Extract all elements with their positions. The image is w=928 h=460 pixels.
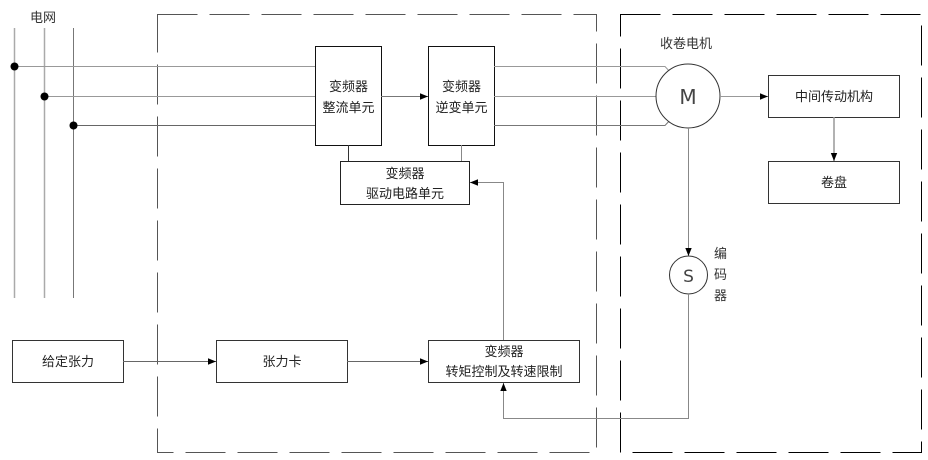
rectifier-unit-box: 变频器 整流单元: [315, 46, 382, 146]
tension-card-label: 张力卡: [262, 355, 301, 370]
encoder-label-char-1: 编: [714, 247, 727, 262]
encoder-symbol-letter: S: [683, 267, 694, 287]
inverter-label-line2: 逆变单元: [435, 100, 487, 116]
encoder-symbol: S: [669, 255, 708, 295]
drive-label-line2: 驱动电路单元: [366, 186, 444, 202]
junction-dot-1: [10, 62, 19, 71]
drive-circuit-unit-box: 变频器 驱动电路单元: [340, 161, 470, 205]
rectifier-label-line1: 变频器: [329, 79, 368, 95]
inverter-unit-box: 变频器 逆变单元: [428, 46, 495, 146]
motor-symbol-letter: M: [679, 85, 696, 109]
tension-setpoint-box: 给定张力: [12, 340, 124, 383]
reel-label: 卷盘: [821, 175, 847, 191]
torque-to-drive-arrow: [470, 179, 504, 340]
motor-feed-line-1: [494, 66, 673, 75]
motor-symbol: M: [655, 63, 721, 129]
junction-dot-2: [40, 92, 49, 101]
drive-label-line1: 变频器: [385, 166, 424, 182]
grid-label: 电网: [30, 11, 56, 26]
torque-label-line2: 转矩控制及转速限制: [445, 365, 562, 380]
tension-card-box: 张力卡: [216, 340, 348, 383]
junction-dot-3: [69, 121, 78, 130]
encoder-label-char-2: 码: [714, 268, 727, 283]
rectifier-label-line2: 整流单元: [322, 101, 374, 116]
transmission-box: 中间传动机构: [768, 75, 900, 118]
transmission-label: 中间传动机构: [795, 90, 873, 105]
encoder-label-char-3: 器: [714, 289, 727, 304]
inverter-label-line1: 变频器: [442, 79, 481, 95]
torque-control-box: 变频器 转矩控制及转速限制: [428, 340, 580, 383]
motor-label: 收卷电机: [660, 36, 712, 52]
reel-box: 卷盘: [768, 161, 900, 204]
inverter-group-boundary: [157, 14, 597, 453]
tension-setpoint-label: 给定张力: [42, 355, 94, 370]
motor-group-boundary: [620, 14, 922, 453]
encoder-to-torque-arrow: [500, 294, 689, 419]
torque-label-line1: 变频器: [484, 344, 523, 360]
motor-feed-line-3: [494, 117, 673, 126]
